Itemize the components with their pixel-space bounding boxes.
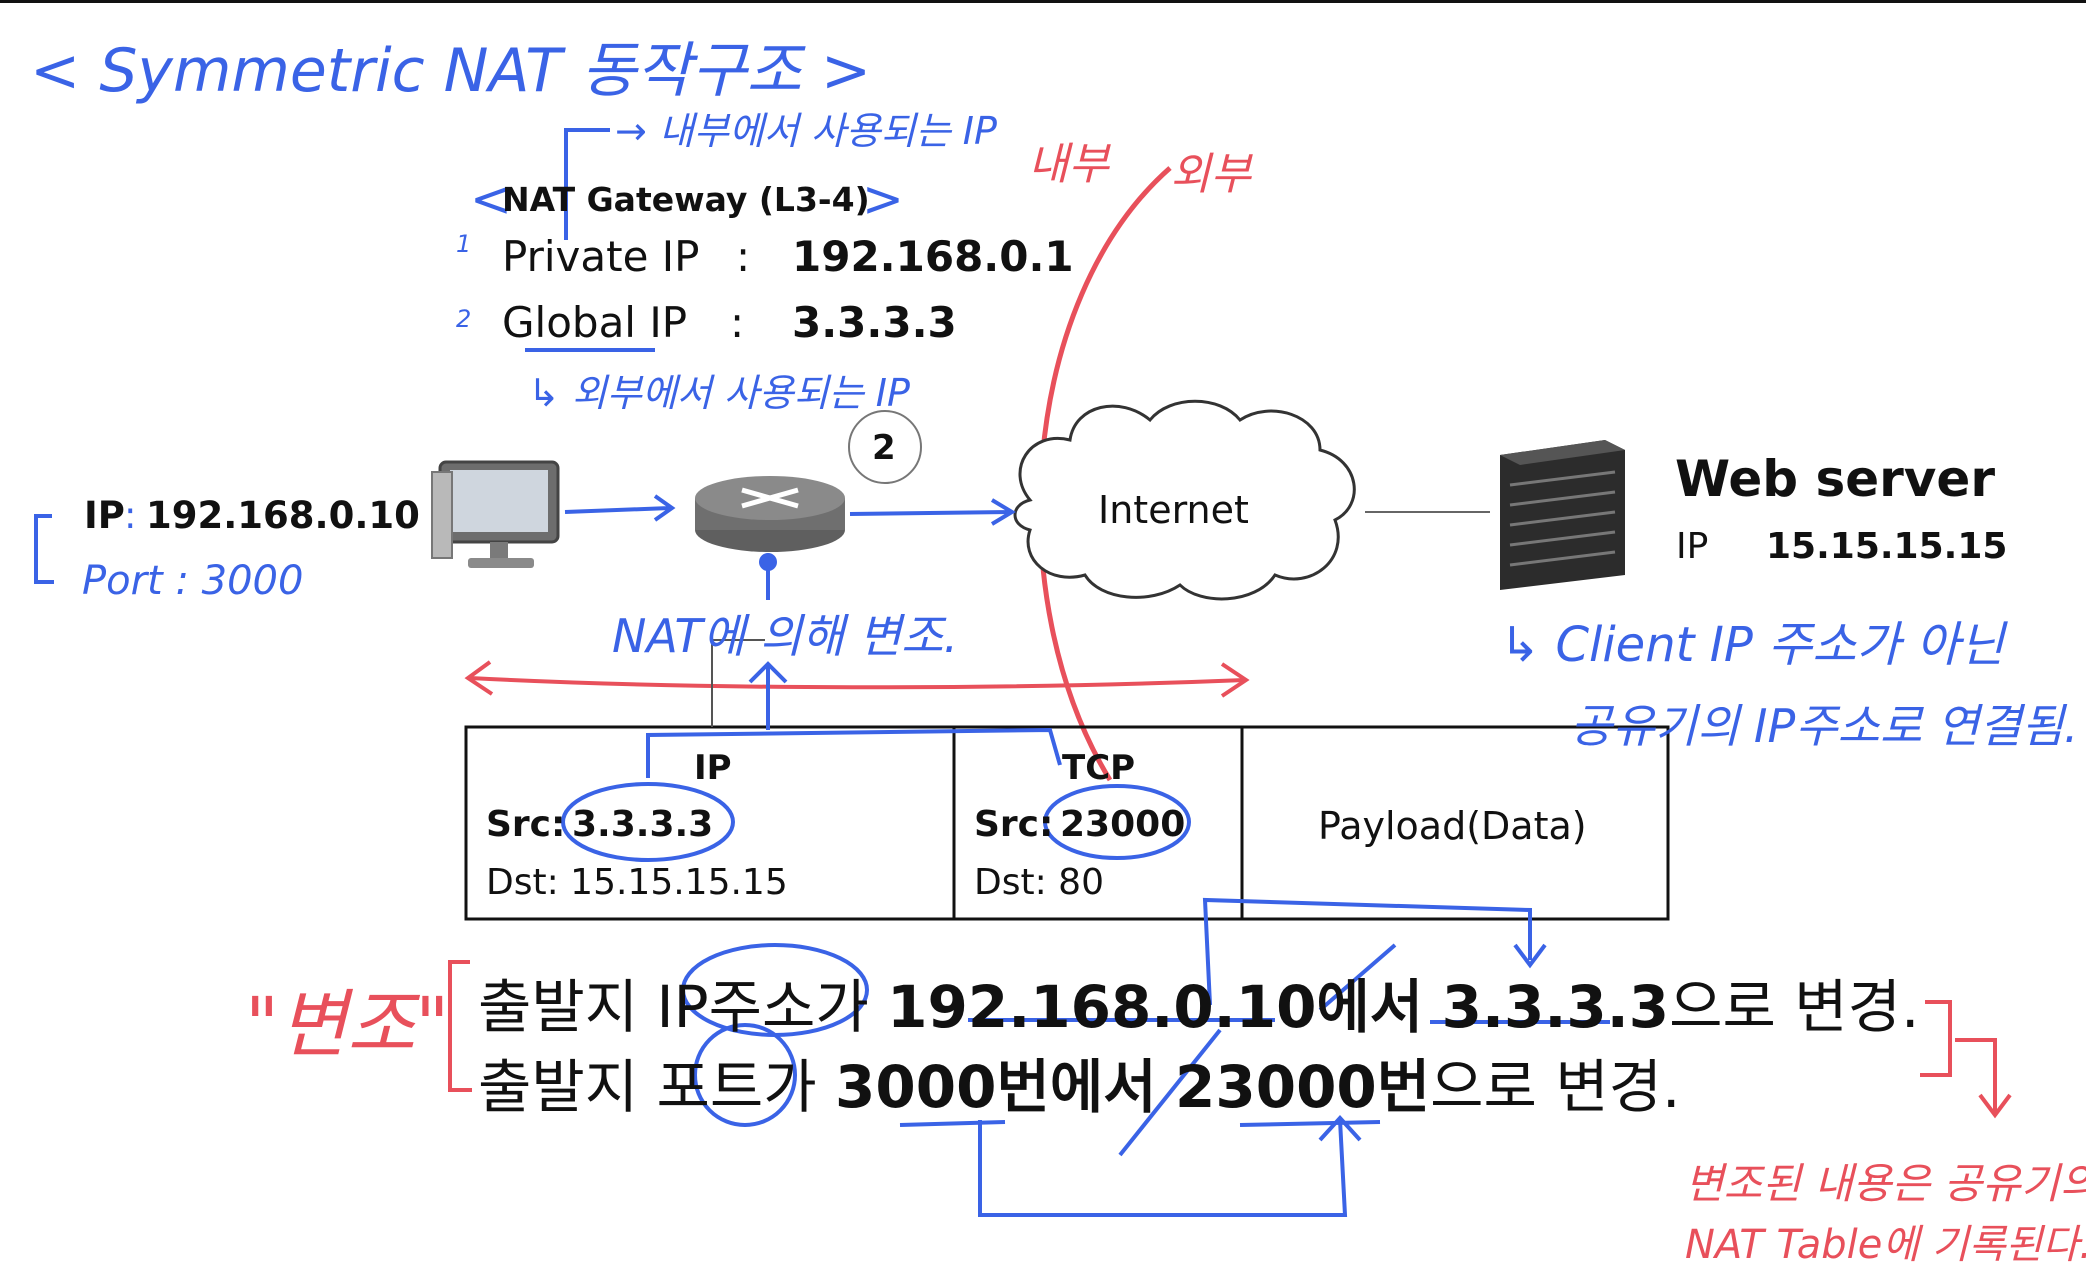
- private-ip-value: 192.168.0.1: [792, 232, 1074, 281]
- sentence-port-from: 3000번에서: [835, 1053, 1157, 1121]
- sentence-ip-prefix: 출발지 IP주소가: [478, 973, 888, 1041]
- packet-tcp-src-value: 23000: [1060, 804, 1186, 845]
- arrow-router-to-cloud: [849, 498, 1016, 526]
- red-range-arrow: [469, 676, 1246, 690]
- arrow-pc-to-router: [564, 494, 676, 522]
- global-ip-colon: :: [730, 298, 745, 347]
- marker-1: 1: [456, 230, 472, 258]
- packet-tcp-dst: Dst: 80: [974, 862, 1104, 903]
- packet-tcp-src-label: Src:: [974, 804, 1054, 845]
- packet-ip-src-value: 3.3.3.3: [572, 804, 714, 845]
- client-port-note: Port : 3000: [82, 558, 304, 604]
- private-ip-colon: :: [736, 232, 751, 281]
- client-bracket: [34, 514, 54, 584]
- client-ip-label: IP: [84, 494, 125, 537]
- internal-ip-pointer: [564, 128, 610, 240]
- computer-icon: [431, 460, 560, 568]
- ip-swap-arrow: [1202, 897, 1547, 1006]
- sentence-ip-from: 192.168.0.10에서: [887, 973, 1424, 1041]
- table-note-arrow: [1955, 1038, 2012, 1119]
- global-ip-label: Global IP: [502, 298, 688, 347]
- sentence-ip-to: 3.3.3.3: [1441, 973, 1670, 1041]
- footer-note-line2: NAT Table에 기록된다.: [1685, 1222, 2086, 1268]
- webserver-ip-value: 15.15.15.15: [1766, 526, 2008, 567]
- sentence-port-suffix: 으로 변경.: [1430, 1053, 1681, 1121]
- packet-table: [464, 725, 1670, 921]
- top-border: [0, 0, 2086, 3]
- tamper-label: "변조": [245, 982, 450, 1068]
- step-badge: 2: [872, 428, 896, 468]
- client-ip-colon: :: [124, 494, 137, 537]
- webserver-note-line2: 공유기의 IP주소로 연결됨.: [1570, 699, 2079, 753]
- tamper-bracket: [448, 960, 472, 1092]
- port-swap-arrow: [978, 1115, 1362, 1217]
- footer-note-line1: 변조된 내용은 공유기의: [1685, 1159, 2086, 1208]
- webserver-note-line1: ↳ Client IP 주소가 아닌: [1500, 617, 2005, 673]
- router-icon: [695, 476, 845, 552]
- internal-ip-note: → 내부에서 사용되는 IP: [615, 109, 997, 153]
- gateway-header-close: >: [862, 170, 904, 228]
- ip-src-circle: [561, 782, 735, 862]
- gateway-header-open: <: [470, 170, 512, 228]
- port-circle: [693, 1023, 797, 1127]
- nat-flow-line: [646, 727, 1062, 778]
- sentence-ip: 출발지 IP주소가 192.168.0.10에서 3.3.3.3으로 변경.: [478, 960, 1919, 1044]
- zone-outside-label: 외부: [1170, 149, 1251, 200]
- zone-inside-label: 내부: [1028, 139, 1109, 190]
- step-badge-circle: [848, 410, 922, 484]
- packet-ip-header: IP: [694, 748, 732, 788]
- sentence-ip-suffix: 으로 변경.: [1669, 973, 1920, 1041]
- webserver-title: Web server: [1675, 450, 1995, 508]
- page-title: < Symmetric NAT 동작구조 >: [30, 36, 872, 106]
- sentence-port-prefix: 출발지 포트가: [478, 1053, 836, 1121]
- packet-payload: Payload(Data): [1318, 804, 1587, 848]
- internet-label: Internet: [1098, 488, 1249, 532]
- external-ip-note: ↳ 외부에서 사용되는 IP: [528, 371, 910, 415]
- webserver-ip-label: IP: [1676, 526, 1709, 567]
- internet-cloud: [1013, 399, 1356, 601]
- tcp-src-circle: [1043, 784, 1191, 860]
- sentence-port: 출발지 포트가 3000번에서 23000번으로 변경.: [478, 1040, 1680, 1124]
- nat-up-line: [748, 661, 788, 730]
- global-ip-value: 3.3.3.3: [792, 298, 957, 347]
- nat-note: NAT에 의해 변조.: [612, 609, 959, 663]
- packet-tcp-header: TCP: [1062, 748, 1136, 788]
- private-ip-label: Private IP: [502, 232, 700, 281]
- packet-ip-dst: Dst: 15.15.15.15: [486, 862, 788, 903]
- client-ip-value: 192.168.0.10: [146, 494, 420, 537]
- marker-2: 2: [456, 305, 472, 333]
- server-icon: [1500, 440, 1625, 590]
- gateway-header: NAT Gateway (L3-4): [502, 180, 870, 219]
- packet-ip-src-label: Src:: [486, 804, 566, 845]
- table-note-bracket: [1920, 1000, 1952, 1077]
- sentence-port-to: 23000번: [1175, 1053, 1431, 1121]
